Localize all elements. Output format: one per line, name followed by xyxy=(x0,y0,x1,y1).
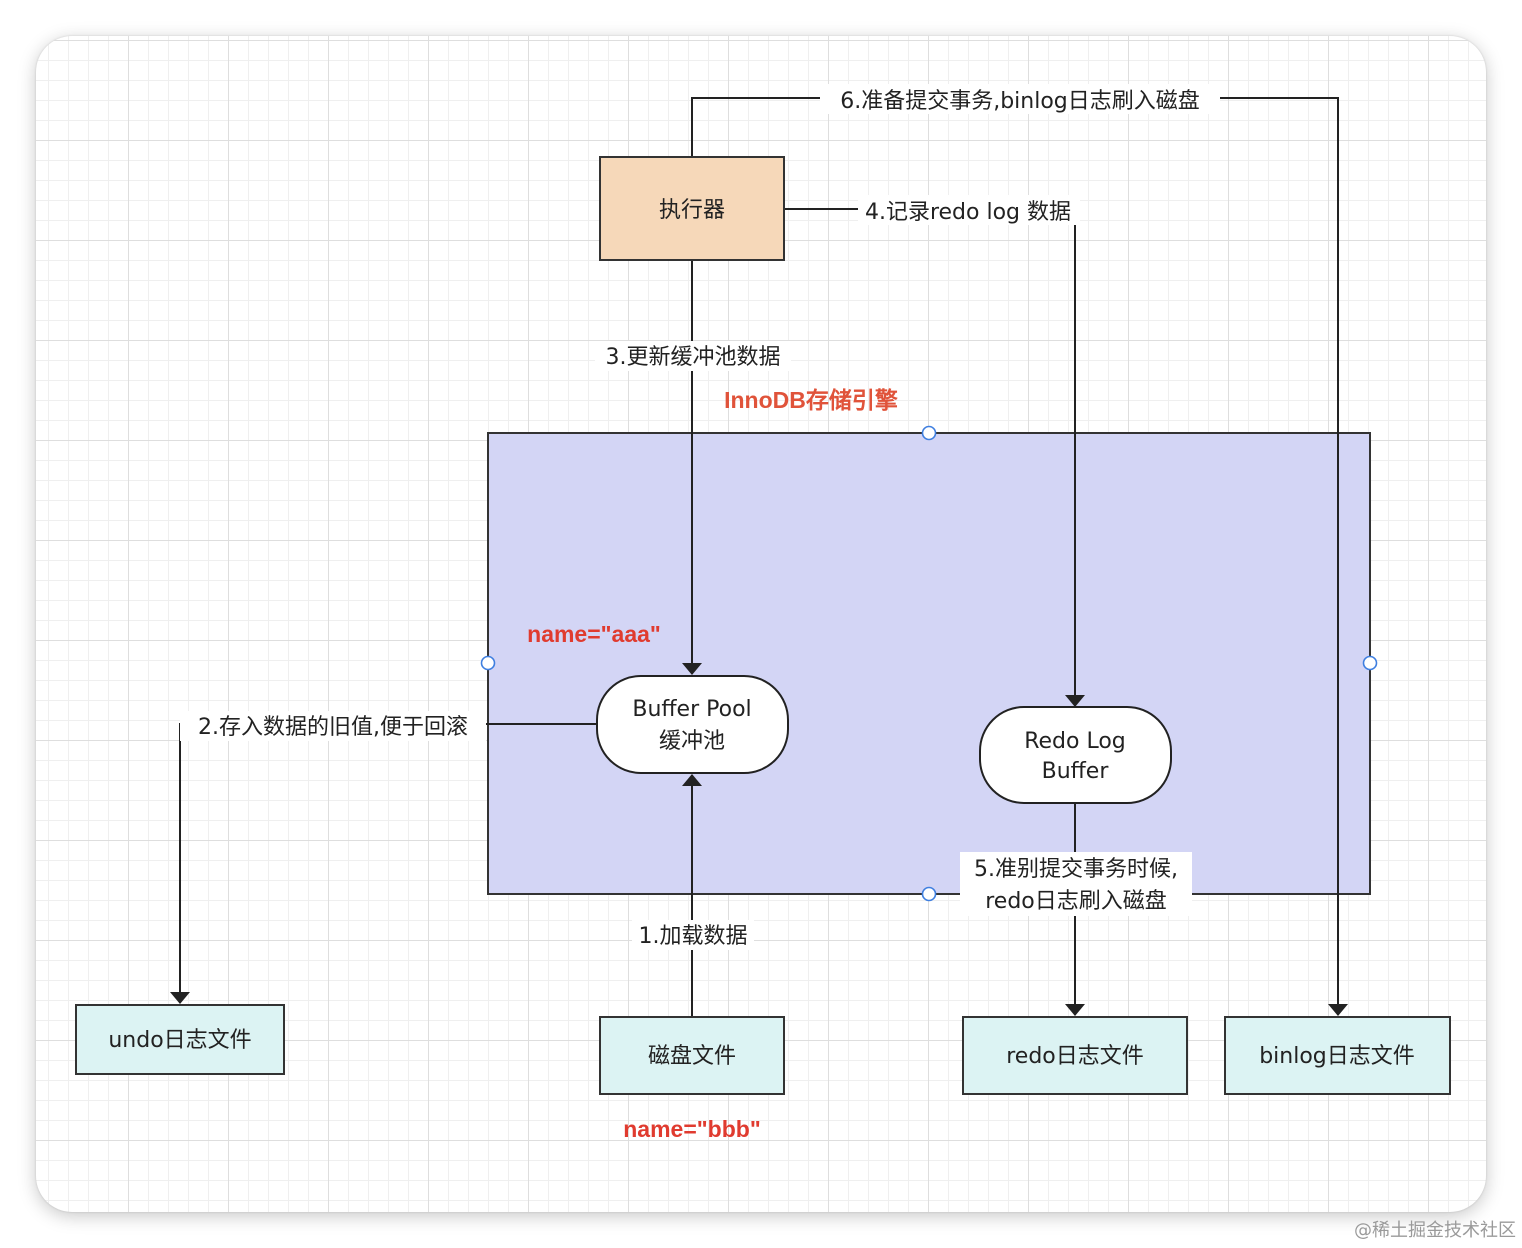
edge-label-step2: 2.存入数据的旧值,便于回滚 xyxy=(180,711,486,741)
buffer-value-annotation: name="aaa" xyxy=(527,621,661,647)
executor-label: 执行器 xyxy=(659,198,725,223)
disk-file-label: 磁盘文件 xyxy=(648,1044,736,1069)
edge-label-step1: 1.加载数据 xyxy=(632,920,754,950)
undo-file-node[interactable]: undo日志文件 xyxy=(75,1004,285,1075)
svg-text:5.准别提交事务时候,: 5.准别提交事务时候, xyxy=(974,857,1178,882)
buffer-pool-node[interactable]: Buffer Pool 缓冲池 xyxy=(596,675,789,774)
buffer-pool-label-line1: Buffer Pool xyxy=(632,697,751,722)
redo-file-label: redo日志文件 xyxy=(1006,1044,1144,1069)
edge-label-step6: 6.准备提交事务,binlog日志刷入磁盘 xyxy=(820,84,1220,114)
buffer-pool-label-line2: 缓冲池 xyxy=(659,729,725,754)
resize-handle-right[interactable] xyxy=(1362,655,1378,671)
innodb-engine-container xyxy=(487,432,1371,895)
disk-file-node[interactable]: 磁盘文件 xyxy=(599,1016,785,1095)
edge-label-step4: 4.记录redo log 数据 xyxy=(858,195,1080,225)
undo-file-label: undo日志文件 xyxy=(108,1028,251,1053)
edge-label-step5: 5.准别提交事务时候, redo日志刷入磁盘 xyxy=(960,852,1192,916)
svg-text:1.加载数据: 1.加载数据 xyxy=(639,924,748,949)
redo-file-node[interactable]: redo日志文件 xyxy=(962,1016,1188,1095)
svg-text:redo日志刷入磁盘: redo日志刷入磁盘 xyxy=(985,889,1167,914)
watermark: @稀土掘金技术社区 xyxy=(1354,1220,1516,1241)
resize-handle-top[interactable] xyxy=(921,425,937,441)
resize-handle-bottom[interactable] xyxy=(921,886,937,902)
redo-log-buffer-node[interactable]: Redo Log Buffer xyxy=(979,706,1172,804)
engine-title: InnoDB存储引擎 xyxy=(724,387,898,413)
binlog-file-label: binlog日志文件 xyxy=(1259,1044,1415,1069)
svg-text:3.更新缓冲池数据: 3.更新缓冲池数据 xyxy=(606,345,781,370)
resize-handle-left[interactable] xyxy=(480,655,496,671)
binlog-file-node[interactable]: binlog日志文件 xyxy=(1224,1016,1451,1095)
edge-label-step3: 3.更新缓冲池数据 xyxy=(595,341,791,371)
redo-log-buffer-label-line1: Redo Log xyxy=(1024,729,1126,754)
svg-text:6.准备提交事务,binlog日志刷入磁盘: 6.准备提交事务,binlog日志刷入磁盘 xyxy=(840,89,1200,114)
svg-text:4.记录redo log 数据: 4.记录redo log 数据 xyxy=(865,200,1071,225)
svg-text:2.存入数据的旧值,便于回滚: 2.存入数据的旧值,便于回滚 xyxy=(198,715,468,740)
redo-log-buffer-label-line2: Buffer xyxy=(1042,759,1110,784)
executor-node[interactable]: 执行器 xyxy=(599,156,785,261)
disk-value-annotation: name="bbb" xyxy=(623,1116,760,1142)
